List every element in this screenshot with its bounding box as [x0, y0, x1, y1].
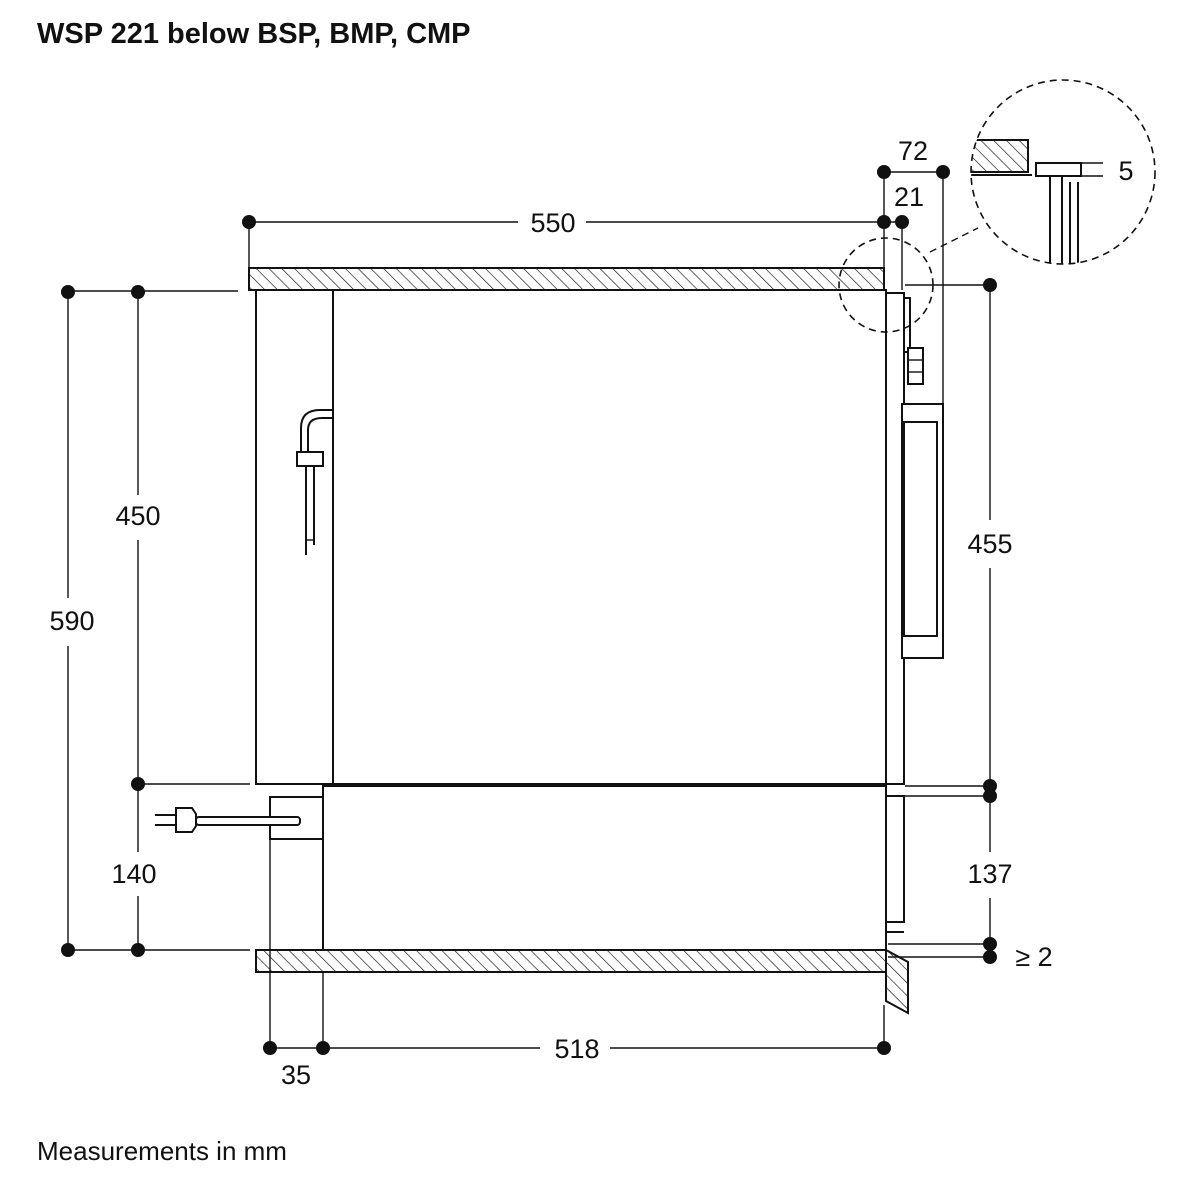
dim-front-offset-inner: 21: [894, 182, 924, 212]
dimension-labels: 550 72 21 5 450 590 455 140 137 ≥ 2 35 5…: [49, 136, 1133, 1090]
detail-callout: [838, 79, 1156, 333]
dim-front-height: 455: [967, 529, 1012, 559]
dim-drawer-depth: 518: [554, 1034, 599, 1064]
dim-drawer-height: 140: [111, 859, 156, 889]
dim-rear-offset: 35: [281, 1060, 311, 1090]
dim-width-top: 550: [530, 208, 575, 238]
dim-bottom-gap: ≥ 2: [1015, 942, 1052, 972]
warming-drawer-unit: [155, 785, 905, 951]
dim-oven-height: 450: [115, 501, 160, 531]
measurement-note: Measurements in mm: [37, 1136, 287, 1166]
dim-drawer-front-height: 137: [967, 859, 1012, 889]
dimension-dots: [61, 159, 1107, 1055]
oven-unit: [255, 289, 944, 785]
top-panel: [248, 267, 885, 291]
dimension-lines: [67, 171, 991, 1049]
dim-front-offset-total: 72: [898, 136, 928, 166]
dim-detail-gap: 5: [1118, 156, 1133, 186]
dim-total-height: 590: [49, 606, 94, 636]
extension-lines: [68, 172, 990, 1048]
plinth-trim: [885, 948, 909, 1015]
page-title: WSP 221 below BSP, BMP, CMP: [37, 18, 471, 50]
bottom-panel: [255, 949, 887, 973]
